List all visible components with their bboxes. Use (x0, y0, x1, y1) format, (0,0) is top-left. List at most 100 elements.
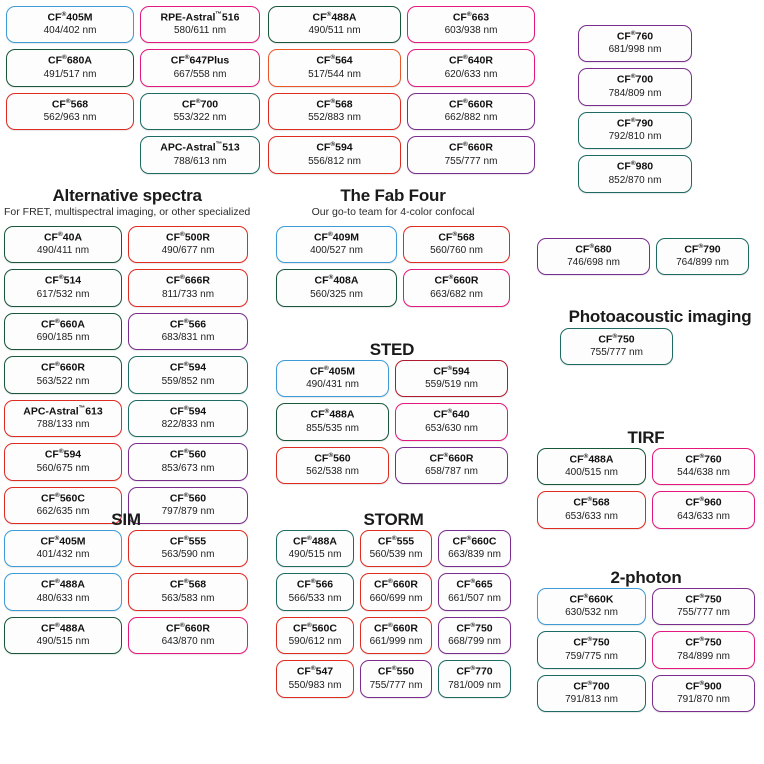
trademark-symbol: ® (699, 496, 705, 504)
dye-brand: CF (374, 622, 389, 635)
trademark-symbol: ® (699, 636, 705, 644)
trademark-symbol: ® (630, 116, 636, 124)
dye-code: 488A (59, 622, 85, 635)
dye-wavelengths: 490/515 nm (288, 549, 342, 561)
dye-brand: CF (433, 408, 448, 421)
dye-brand: CF (684, 243, 699, 256)
trademark-symbol: ® (180, 231, 185, 238)
dye-wavelengths: 490/511 nm (308, 25, 361, 37)
dye-wavelengths: 668/799 nm (448, 636, 501, 648)
section-subtitle-alternative-spectra: For FRET, multispectral imaging, or othe… (4, 206, 251, 218)
dye-code: 660C (471, 535, 497, 548)
trademark-symbol: ® (612, 333, 618, 340)
dye-code: 566 (188, 318, 207, 331)
dye-wavelengths: 617/532 nm (36, 288, 90, 300)
dye-name: CF®560C (280, 622, 350, 635)
dye-code: 980 (635, 160, 654, 173)
section-title-storm: STORM (363, 510, 424, 529)
dye-name: CF®488A (280, 535, 350, 548)
trademark-symbol: ® (57, 231, 63, 238)
dye-name: CF®640 (399, 408, 504, 421)
dye-name: CF®700 (144, 98, 256, 111)
